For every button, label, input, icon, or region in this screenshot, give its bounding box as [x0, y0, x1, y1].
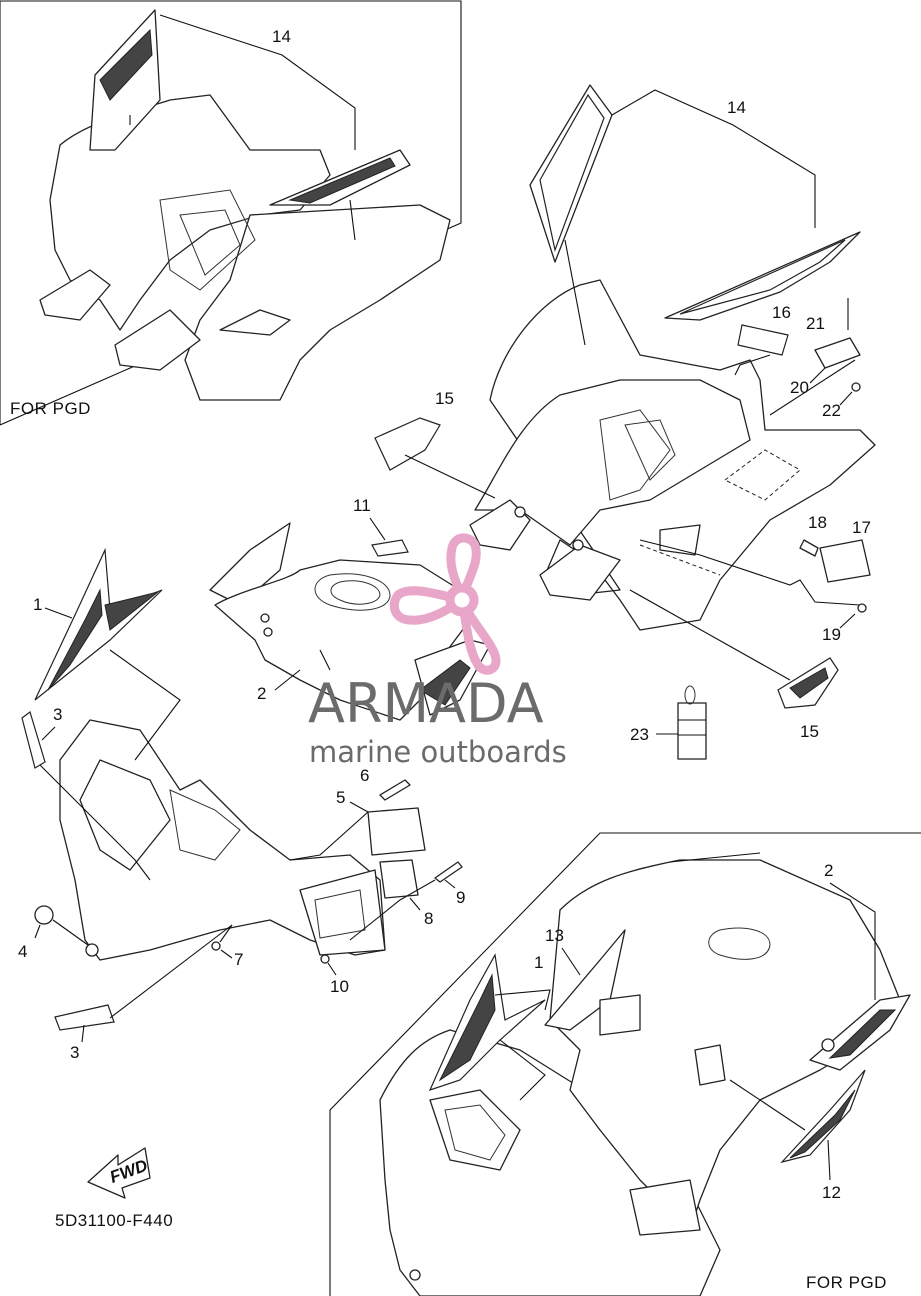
callout-15-top: 15: [435, 389, 454, 408]
callout-18: 18: [808, 513, 827, 532]
tank-cover: [209, 522, 491, 721]
decal-15-top: [374, 417, 441, 471]
callout-1-inset: 1: [534, 953, 543, 972]
plate-8: [379, 859, 419, 899]
callout-3-top: 3: [53, 705, 62, 724]
armada-watermark: ARMADA marine outboards: [308, 533, 567, 769]
callout-12: 12: [822, 1183, 841, 1202]
callout-21: 21: [806, 314, 825, 333]
washer-10: [320, 954, 330, 964]
washer-7: [211, 941, 221, 951]
inset-top-left: [0, 0, 462, 426]
decal-3-top: [21, 711, 46, 769]
callout-20: 20: [790, 378, 809, 397]
decal-12: [780, 1069, 866, 1164]
propeller-logo-icon: [389, 533, 501, 675]
callout-9: 9: [456, 888, 465, 907]
decal-16: [737, 324, 789, 356]
tag-23: [677, 702, 707, 760]
callout-1: 1: [33, 595, 42, 614]
inset-bottom-right: [329, 832, 921, 1296]
callout-5: 5: [336, 788, 345, 807]
callout-17: 17: [852, 518, 871, 537]
callout-10: 10: [330, 977, 349, 996]
rear-fender: [469, 84, 876, 631]
decal-3-lower: [54, 1004, 115, 1031]
callout-4: 4: [18, 942, 27, 961]
callout-22: 22: [822, 401, 841, 420]
plate-5: [367, 807, 426, 856]
callout-23: 23: [630, 725, 649, 744]
callout-2: 2: [257, 684, 266, 703]
inset-label-top: FOR PGD: [10, 399, 91, 418]
callout-7: 7: [234, 950, 243, 969]
callout-11: 11: [353, 496, 371, 515]
grommet-4: [34, 905, 54, 925]
callout-14: 14: [727, 98, 746, 117]
callout-16: 16: [772, 303, 791, 322]
front-fender: [21, 547, 386, 961]
watermark-tagline: marine outboards: [309, 735, 567, 769]
callout-13: 13: [545, 926, 564, 945]
callout-3-lower: 3: [70, 1043, 79, 1062]
callout-6: 6: [360, 766, 369, 785]
fwd-arrow: FWD: [87, 1147, 151, 1199]
callout-8: 8: [424, 909, 433, 928]
callout-14-inset: 14: [272, 27, 291, 46]
diagram-code: 5D31100-F440: [55, 1211, 173, 1230]
callout-2-inset: 2: [824, 861, 833, 880]
callout-15-lower: 15: [800, 722, 819, 741]
callout-19: 19: [822, 625, 841, 644]
watermark-brand: ARMADA: [308, 672, 544, 735]
inset-label-bottom: FOR PGD: [806, 1273, 887, 1292]
